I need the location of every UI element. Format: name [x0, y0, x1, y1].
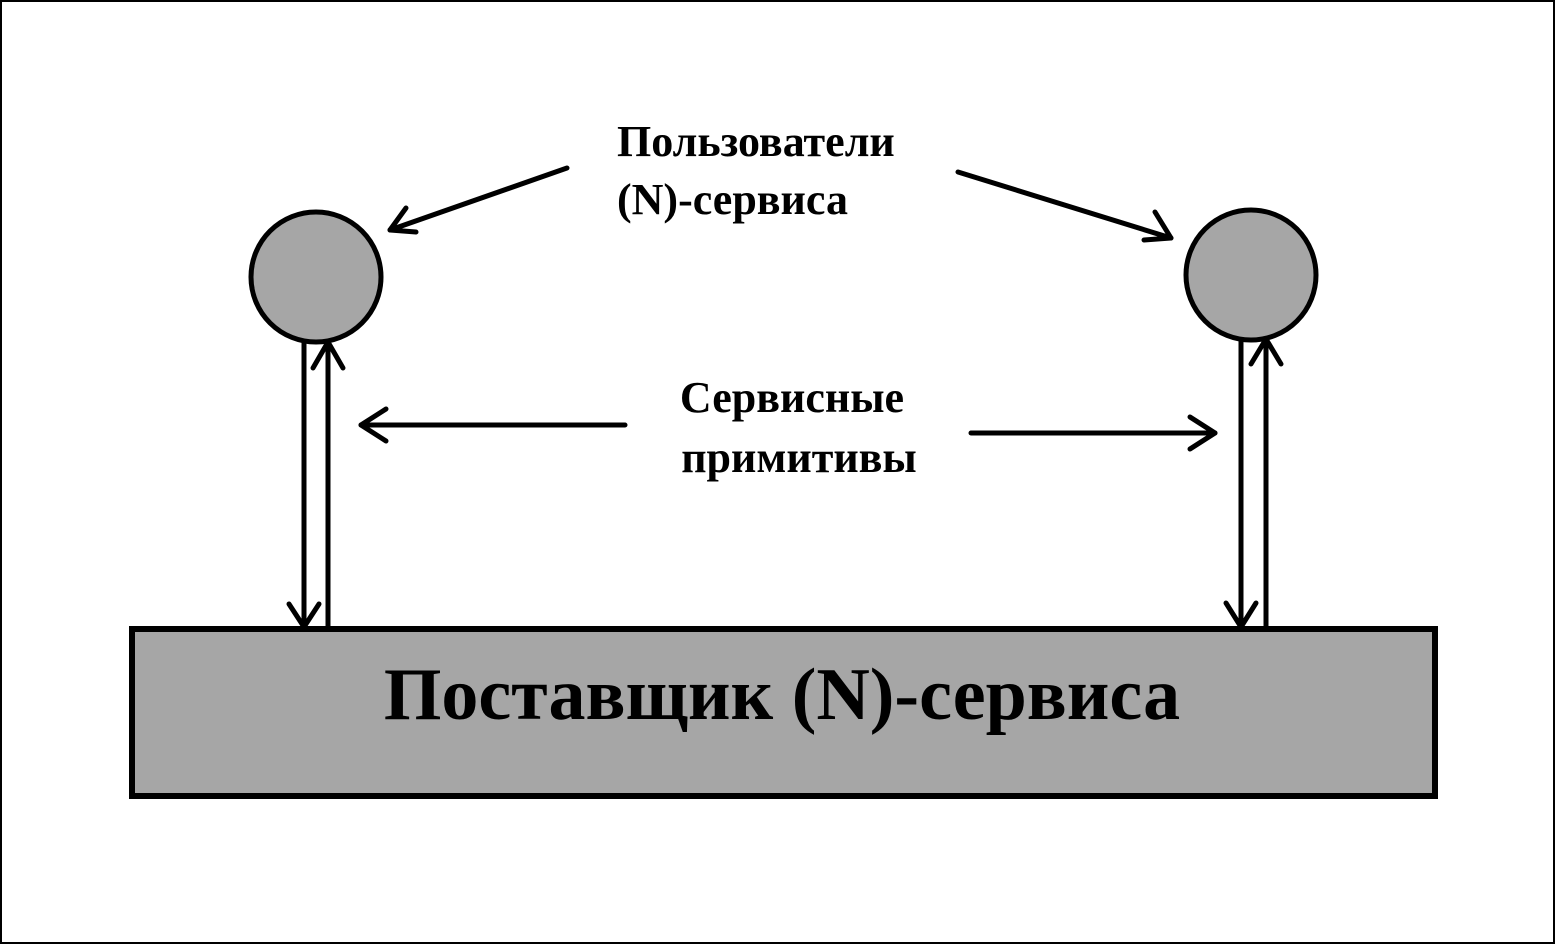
right-down-arrow-head: [1223, 600, 1259, 630]
right-up-arrow-head: [1248, 336, 1284, 367]
provider-label: Поставщик (N)-сервиса: [384, 654, 1180, 736]
primitives-label-line2: примитивы: [681, 433, 917, 482]
users-arrow-left-shaft: [387, 165, 570, 233]
primitives-label-line1: Сервисные: [680, 373, 904, 422]
primitives-arrow-left-head: [358, 406, 389, 444]
users-arrow-right-shaft: [955, 169, 1174, 241]
left-primitive-arrows: [286, 339, 346, 632]
users-arrow-right-head: [1141, 209, 1174, 243]
service-user-left-node: [248, 209, 384, 345]
left-down-arrow-head: [286, 601, 322, 630]
service-user-right-node: [1183, 207, 1319, 343]
primitives-pointer-arrows: [358, 406, 1218, 452]
users-pointer-arrows: [387, 165, 1174, 243]
left-up-arrow-head: [310, 339, 346, 371]
users-label-line1: Пользователи: [617, 117, 895, 166]
primitives-arrow-right-head: [1187, 414, 1218, 452]
users-arrow-left-head: [387, 205, 419, 235]
users-label-line2: (N)-сервиса: [617, 175, 848, 224]
right-primitive-arrows: [1223, 336, 1284, 632]
service-provider-box: [129, 626, 1438, 799]
